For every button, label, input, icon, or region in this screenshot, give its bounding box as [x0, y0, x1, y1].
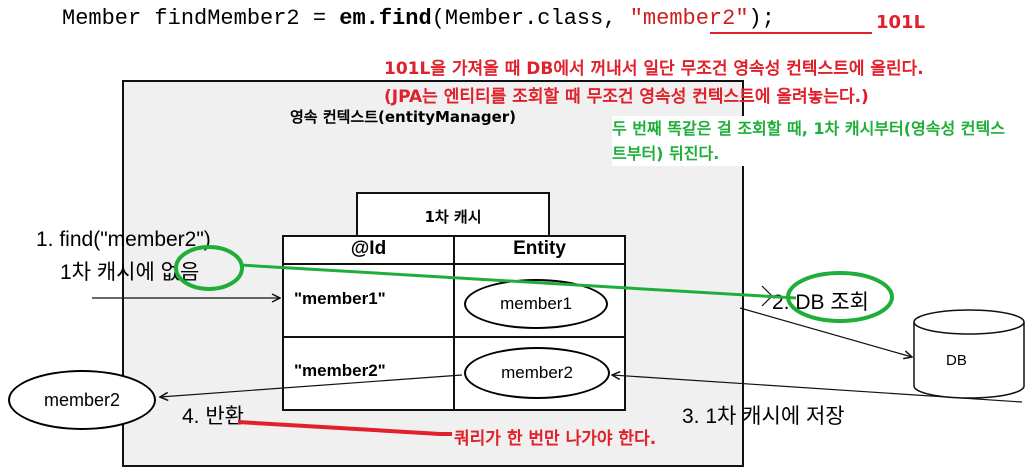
code-line: Member findMember2 = em.find(Member.clas…: [62, 6, 775, 31]
code-prefix: Member findMember2 =: [62, 6, 340, 31]
code-close: );: [748, 6, 775, 31]
step1-cache-miss: 1차 캐시에 없음: [60, 256, 199, 286]
step2-prefix: 2.: [772, 291, 796, 314]
row2-id: "member2": [294, 361, 386, 380]
code-em-find: em.find: [339, 6, 432, 31]
row2-entity-label: member2: [501, 363, 573, 382]
id-note: 101L: [876, 12, 926, 33]
header-divider: [284, 263, 624, 265]
step2-highlight: DB 조회: [795, 291, 870, 314]
row1-entity-label: member1: [500, 294, 572, 313]
cache-title-box: 1차 캐시: [356, 192, 550, 240]
annotation-line-1: 101L을 가져올 때 DB에서 꺼내서 일단 무조건 영속성 컨텍스트에 올린…: [384, 59, 924, 79]
step4-return: 4. 반환: [182, 405, 244, 428]
step1-prefix: 1차 캐시에: [60, 261, 161, 284]
step1-highlight: 없음: [160, 261, 200, 284]
arrow-into-step2: [761, 285, 773, 307]
code-args: (Member.class,: [431, 6, 630, 31]
db-label: DB: [946, 352, 967, 369]
green-note: 두 번째 똑같은 걸 조회할 때, 1차 캐시부터(영속성 컨텍스트부터) 뒤진…: [612, 116, 1012, 166]
header-entity: Entity: [513, 238, 566, 259]
row1-id: "member1": [294, 289, 386, 308]
header-id: @Id: [350, 238, 387, 259]
row2-entity: member2: [464, 347, 610, 399]
annotation-line-2: (JPA는 엔티티를 조회할 때 무조건 영속성 컨텍스트에 올려놓는다.): [384, 87, 869, 107]
result-label: member2: [43, 389, 121, 410]
step1-find: 1. find("member2"): [36, 228, 211, 251]
cache-table: @Id Entity "member1" member1 "member2" m…: [282, 235, 626, 411]
code-string-arg: "member2": [629, 6, 749, 31]
query-note: 쿼리가 한 번만 나가야 한다.: [454, 429, 657, 449]
context-title: 영속 컨텍스트(entityManager): [290, 108, 517, 126]
column-divider: [453, 237, 455, 409]
cache-title: 1차 캐시: [424, 207, 482, 226]
step3-cache-store: 3. 1차 캐시에 저장: [682, 405, 845, 428]
step2-db-query: 2. DB 조회: [772, 286, 869, 316]
db-cylinder: [913, 309, 1025, 399]
row-divider: [284, 336, 624, 338]
row1-entity: member1: [464, 279, 608, 329]
result-member2: member2: [8, 370, 156, 430]
